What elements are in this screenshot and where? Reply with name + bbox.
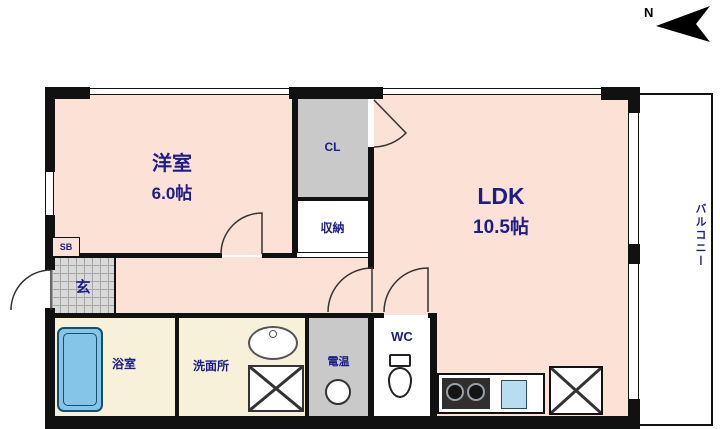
closet-cl: CL — [297, 95, 368, 198]
door-arc-entrance — [10, 269, 52, 311]
wall — [175, 315, 179, 416]
wall — [368, 147, 374, 257]
water-heater-label: 電温 — [327, 356, 350, 368]
entrance-genkan: 玄 — [52, 257, 116, 315]
room-ldk-size: 10.5帖 — [473, 217, 529, 238]
washroom-label: 洗面所 — [193, 359, 230, 373]
wall — [45, 215, 55, 270]
stove-icon — [442, 378, 490, 409]
wall — [52, 253, 222, 258]
bathtub-inner-line — [63, 333, 97, 406]
wall — [45, 308, 55, 429]
wall — [45, 87, 90, 99]
washing-machine-pan-icon — [248, 365, 304, 412]
burner-icon — [446, 383, 464, 401]
wc-label: WC — [391, 329, 413, 344]
balcony-window — [628, 264, 639, 399]
water-heater-tank-icon — [325, 379, 351, 405]
bathroom-label: 浴室 — [112, 357, 137, 371]
room-western: 洋室 6.0帖 — [52, 95, 292, 255]
storage-room: 収納 — [297, 201, 368, 254]
wall — [262, 253, 297, 258]
x-mark — [250, 367, 302, 410]
north-arrow-icon — [656, 6, 710, 42]
wall — [628, 87, 640, 113]
wall — [305, 313, 384, 318]
wall — [628, 399, 640, 428]
wall — [305, 315, 309, 416]
room-western-size: 6.0帖 — [151, 183, 193, 203]
wall — [297, 197, 368, 201]
window — [90, 88, 289, 95]
vanity-sink-icon — [248, 326, 298, 360]
wall — [430, 313, 437, 416]
toilet-bowl-icon — [388, 367, 412, 398]
window — [383, 88, 601, 95]
bathtub-icon — [57, 327, 103, 412]
wall — [368, 257, 374, 269]
water-heater-room: 電温 — [309, 315, 368, 416]
north-label: N — [644, 5, 654, 20]
toilet-tank-icon — [389, 354, 411, 367]
kitchen-sink-icon — [501, 380, 527, 409]
wall — [45, 87, 55, 172]
hallway — [116, 257, 374, 315]
entrance-label: 玄 — [75, 278, 91, 296]
room-ldk-label-group: LDK 10.5帖 — [374, 183, 628, 239]
room-ldk-name: LDK — [477, 183, 525, 209]
x-mark — [551, 368, 601, 413]
shoebox-label: SB — [59, 242, 73, 252]
balcony-label: バルコニー — [694, 203, 706, 268]
storage-sliding-door — [297, 252, 368, 258]
wall — [292, 95, 298, 257]
wall — [368, 315, 374, 416]
closet-cl-label: CL — [324, 139, 341, 154]
room-western-name: 洋室 — [152, 152, 192, 175]
window — [45, 172, 54, 215]
shoebox: SB — [52, 237, 80, 257]
faucet-icon — [269, 330, 277, 338]
balcony-window — [628, 113, 639, 244]
burner-icon — [467, 383, 485, 401]
kitchen-counter — [437, 373, 545, 414]
storage-label: 収納 — [320, 221, 345, 235]
balcony: バルコニー — [637, 93, 713, 426]
appliance-space-icon — [549, 366, 603, 415]
wc-room: WC — [374, 315, 430, 416]
wall — [289, 87, 383, 99]
wall — [628, 244, 640, 264]
wall — [45, 416, 640, 429]
